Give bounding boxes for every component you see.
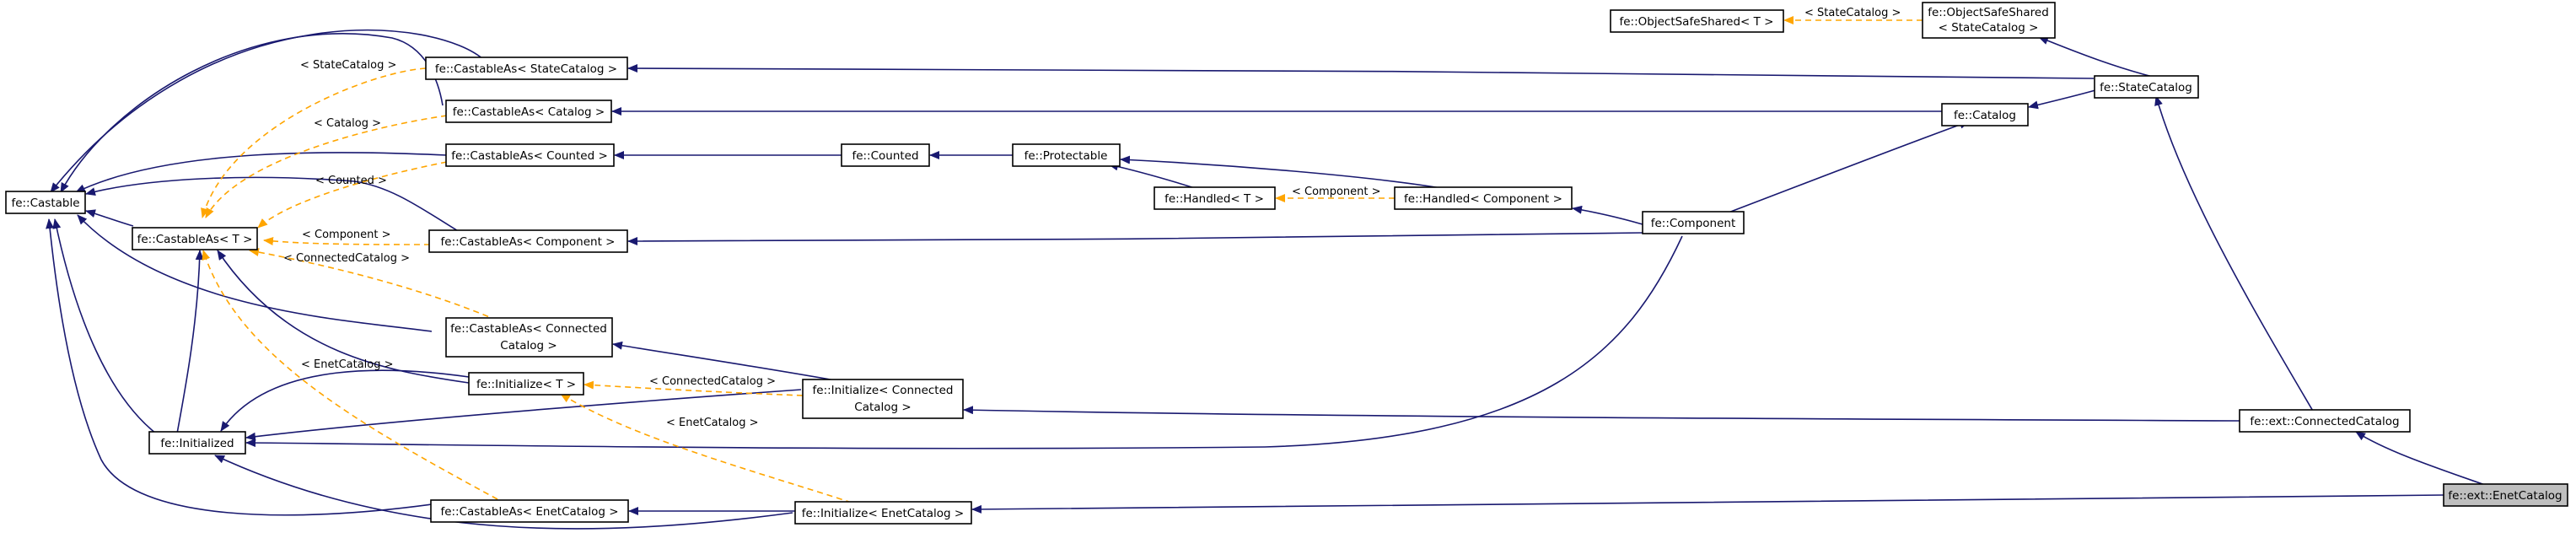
node-castableas-enetcatalog[interactable]: fe::CastableAs< EnetCatalog >	[430, 499, 629, 523]
node-label-initialize-connectedcatalog-line2: Catalog >	[854, 401, 911, 414]
node-label-objectsafeshared-statecatalog-line2: < StateCatalog >	[1939, 21, 2039, 35]
node-initialize-t[interactable]: fe::Initialize< T >	[468, 372, 584, 396]
edge-castableAsEnetCatalog-to-castable	[46, 218, 433, 516]
edge-initialized-to-castable	[52, 218, 157, 434]
edge-component-to-handledComponent	[1572, 205, 1643, 225]
node-handled-t[interactable]: fe::Handled< T >	[1154, 186, 1276, 210]
node-label-castableas-enetcatalog: fe::CastableAs< EnetCatalog >	[440, 505, 618, 519]
node-label-castableas-connectedcatalog-line2: Catalog >	[500, 339, 557, 353]
node-castableas-t[interactable]: fe::CastableAs< T >	[132, 227, 258, 250]
node-counted[interactable]: fe::Counted	[841, 143, 930, 167]
edge-initializeT-to-initialized	[220, 369, 470, 432]
edge-castableAsCounted-to-castable	[75, 152, 448, 193]
node-label-castableas-counted: fe::CastableAs< Counted >	[451, 149, 608, 163]
edge-label-counted: < Counted >	[315, 175, 387, 187]
edge-castableAsComponent-to-castable	[85, 176, 473, 240]
node-objectsafeshared-t[interactable]: fe::ObjectSafeShared< T >	[1610, 9, 1784, 33]
node-castableas-counted[interactable]: fe::CastableAs< Counted >	[445, 143, 615, 167]
edge-initializeEnetCatalog-to-initialized	[214, 455, 793, 530]
edge-enetCatalog-to-connectedCatalog	[2355, 431, 2486, 486]
node-label-component: fe::Component	[1651, 217, 1736, 230]
node-label-handled-component: fe::Handled< Component >	[1404, 192, 1562, 206]
edge-initialized-to-castableAsT	[176, 250, 204, 434]
edge-castableAsCatalog-to-castable	[60, 33, 444, 193]
edge-connectedCatalog-to-initializeConnectedCatalog	[963, 406, 2240, 422]
edge-label-component: < Component >	[302, 229, 391, 241]
node-label-castableas-catalog: fe::CastableAs< Catalog >	[453, 105, 605, 119]
node-handled-component[interactable]: fe::Handled< Component >	[1394, 186, 1573, 210]
node-castable[interactable]: fe::Castable	[5, 191, 86, 214]
node-label-castable: fe::Castable	[11, 196, 79, 210]
node-label-castableas-connectedcatalog-line1: fe::CastableAs< Connected	[450, 322, 607, 336]
template-edges	[201, 16, 1923, 503]
edge-component-to-catalog	[1728, 121, 1970, 213]
edge-label-init-connectedcatalog: < ConnectedCatalog >	[649, 375, 776, 388]
edge-stateCatalog-to-castableAsStateCatalog	[627, 64, 2095, 79]
edge-stateCatalog-to-catalog	[2028, 89, 2096, 110]
edge-template-connectedcatalog	[249, 248, 498, 321]
node-statecatalog[interactable]: fe::StateCatalog	[2094, 75, 2199, 99]
edge-template-component	[263, 236, 431, 245]
edge-template-enetcatalog	[202, 250, 498, 500]
node-label-initialize-connectedcatalog-line1: fe::Initialize< Connected	[813, 384, 954, 397]
node-label-enetcatalog: fe::ext::EnetCatalog	[2448, 489, 2562, 503]
edge-label-init-enetcatalog: < EnetCatalog >	[666, 417, 759, 429]
edge-template-counted	[257, 161, 448, 229]
node-label-castableas-component: fe::CastableAs< Component >	[441, 235, 616, 249]
node-initialize-enetcatalog[interactable]: fe::Initialize< EnetCatalog >	[794, 501, 972, 525]
edge-template-statecatalog	[201, 67, 427, 218]
edge-stateCatalog-to-objectSafeSharedStateCatalog	[2038, 36, 2154, 78]
node-initialized[interactable]: fe::Initialized	[148, 431, 246, 455]
edge-connectedCatalog-to-stateCatalog	[2154, 95, 2315, 413]
edge-handledT-to-protectable	[1108, 162, 1198, 190]
node-label-protectable: fe::Protectable	[1024, 149, 1108, 163]
edge-template-init-enetcatalog	[560, 393, 852, 503]
node-castableas-component[interactable]: fe::CastableAs< Component >	[428, 229, 628, 253]
nodes: fe::Castable fe::CastableAs< T > fe::Ini…	[5, 2, 2568, 525]
node-initialize-connectedcatalog[interactable]: fe::Initialize< Connected Catalog >	[802, 379, 964, 419]
edge-template-catalog	[205, 115, 448, 218]
node-castableas-statecatalog[interactable]: fe::CastableAs< StateCatalog >	[425, 57, 628, 80]
node-catalog[interactable]: fe::Catalog	[1941, 103, 2029, 126]
node-objectsafeshared-statecatalog[interactable]: fe::ObjectSafeShared < StateCatalog >	[1922, 2, 2056, 39]
edge-label-connectedcatalog: < ConnectedCatalog >	[283, 252, 410, 265]
edge-label-handled-component: < Component >	[1292, 186, 1381, 198]
node-protectable[interactable]: fe::Protectable	[1012, 143, 1121, 167]
edge-castableAsConnectedCatalog-to-castable	[77, 214, 433, 332]
node-castableas-catalog[interactable]: fe::CastableAs< Catalog >	[445, 100, 612, 123]
node-component[interactable]: fe::Component	[1642, 211, 1745, 234]
edge-label-catalog: < Catalog >	[314, 117, 381, 130]
node-label-objectsafeshared-statecatalog-line1: fe::ObjectSafeShared	[1928, 6, 2049, 19]
edge-label-enetcatalog: < EnetCatalog >	[301, 358, 394, 371]
edge-labels: < StateCatalog > < Catalog > < Counted >…	[283, 7, 1901, 429]
node-label-castableas-t: fe::CastableAs< T >	[137, 233, 253, 246]
edge-label-os-statecatalog: < StateCatalog >	[1804, 7, 1901, 19]
node-label-initialize-enetcatalog: fe::Initialize< EnetCatalog >	[802, 507, 964, 520]
edge-handledComponent-to-protectable	[1120, 155, 1447, 190]
node-label-catalog: fe::Catalog	[1954, 109, 2016, 122]
edge-template-init-connectedcatalog	[583, 380, 804, 396]
node-label-objectsafeshared-t: fe::ObjectSafeShared< T >	[1619, 15, 1773, 29]
edge-initializeConnectedCatalog-to-initialized	[245, 389, 802, 441]
edge-label-statecatalog: < StateCatalog >	[300, 59, 396, 72]
edge-component-to-initialized	[245, 235, 1683, 449]
node-label-connectedcatalog: fe::ext::ConnectedCatalog	[2250, 415, 2399, 428]
node-label-initialized: fe::Initialized	[160, 437, 234, 450]
node-label-statecatalog: fe::StateCatalog	[2100, 81, 2192, 94]
node-label-counted: fe::Counted	[852, 149, 918, 163]
node-label-initialize-t: fe::Initialize< T >	[476, 378, 576, 391]
edge-initializeT-to-castableAsT	[217, 250, 470, 384]
edge-component-to-castableAsComponent	[627, 232, 1644, 245]
node-connectedcatalog[interactable]: fe::ext::ConnectedCatalog	[2239, 409, 2411, 433]
node-label-handled-t: fe::Handled< T >	[1164, 192, 1264, 206]
node-enetcatalog[interactable]: fe::ext::EnetCatalog	[2443, 483, 2568, 507]
inheritance-edges	[46, 29, 2486, 530]
node-label-castableas-statecatalog: fe::CastableAs< StateCatalog >	[435, 62, 617, 76]
edge-initializeConnectedCatalog-to-castableAsConnectedCatalog	[612, 341, 836, 381]
edge-enetCatalog-to-initializeEnetCatalog	[971, 494, 2445, 514]
node-castableas-connectedcatalog[interactable]: fe::CastableAs< Connected Catalog >	[445, 317, 613, 358]
edge-castableAsT-to-castable	[85, 209, 134, 227]
